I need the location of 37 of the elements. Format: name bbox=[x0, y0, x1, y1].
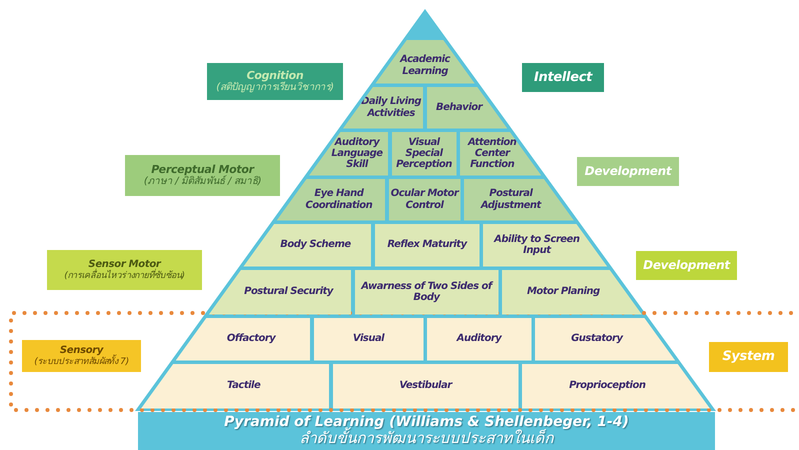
category-label: System bbox=[709, 342, 788, 372]
category-label bbox=[125, 155, 280, 196]
label-title: Sensory bbox=[60, 344, 104, 356]
pyramid-cell: Gustatory bbox=[534, 318, 676, 360]
label-title: Sensor Motor bbox=[88, 258, 161, 270]
pyramid-cell: Ocular Motor Control bbox=[388, 178, 460, 220]
label-subtitle: (ภาษา / มิติสัมพันธ์ / สมาธิ) bbox=[144, 176, 262, 188]
category-label bbox=[47, 250, 202, 290]
pyramid-cell: Visual Special Perception bbox=[392, 132, 456, 176]
label-title: Perceptual Motor bbox=[151, 162, 254, 176]
caption-band bbox=[138, 412, 715, 450]
label-subtitle: (ระบบประสาทสัมผัสทั้ง 7) bbox=[34, 356, 129, 368]
category-label bbox=[207, 63, 343, 100]
pyramid-cell: Eye Hand Coordination bbox=[276, 178, 386, 220]
label-subtitle: (สติปัญญาการเรียนวิชาการ) bbox=[216, 82, 334, 94]
pyramid-cell: Vestibular bbox=[332, 364, 518, 408]
pyramid-cell: Auditory bbox=[426, 318, 532, 360]
pyramid-cell: Attention Center Function bbox=[460, 132, 542, 176]
pyramid-cell: Ability to Screen Input bbox=[482, 224, 608, 266]
category-label: Development bbox=[577, 157, 679, 186]
pyramid-cell: Proprioception bbox=[522, 364, 710, 408]
pyramid-cell: Visual bbox=[314, 318, 424, 360]
pyramid-cell: Offactory bbox=[176, 318, 310, 360]
pyramid-cell: Postural Adjustment bbox=[464, 178, 574, 220]
pyramid-cell: Behavior bbox=[426, 86, 508, 128]
pyramid-cell: Auditory Language Skill bbox=[309, 132, 388, 176]
pyramid-cell: Body Scheme bbox=[243, 224, 372, 266]
pyramid-cell: Reflex Maturity bbox=[374, 224, 480, 266]
category-label: Intellect bbox=[522, 63, 604, 92]
pyramid-cell: Awarness of Two Sides of Body bbox=[354, 270, 498, 314]
pyramid-cell: Motor Planing bbox=[502, 270, 642, 314]
pyramid-cell: Tactile bbox=[141, 364, 330, 408]
category-label bbox=[22, 340, 141, 372]
pyramid-cell: Postural Security bbox=[208, 270, 352, 314]
category-label: Development bbox=[636, 251, 737, 280]
label-title: Cognition bbox=[246, 68, 304, 82]
pyramid-cell: Academic Learning bbox=[375, 40, 475, 84]
